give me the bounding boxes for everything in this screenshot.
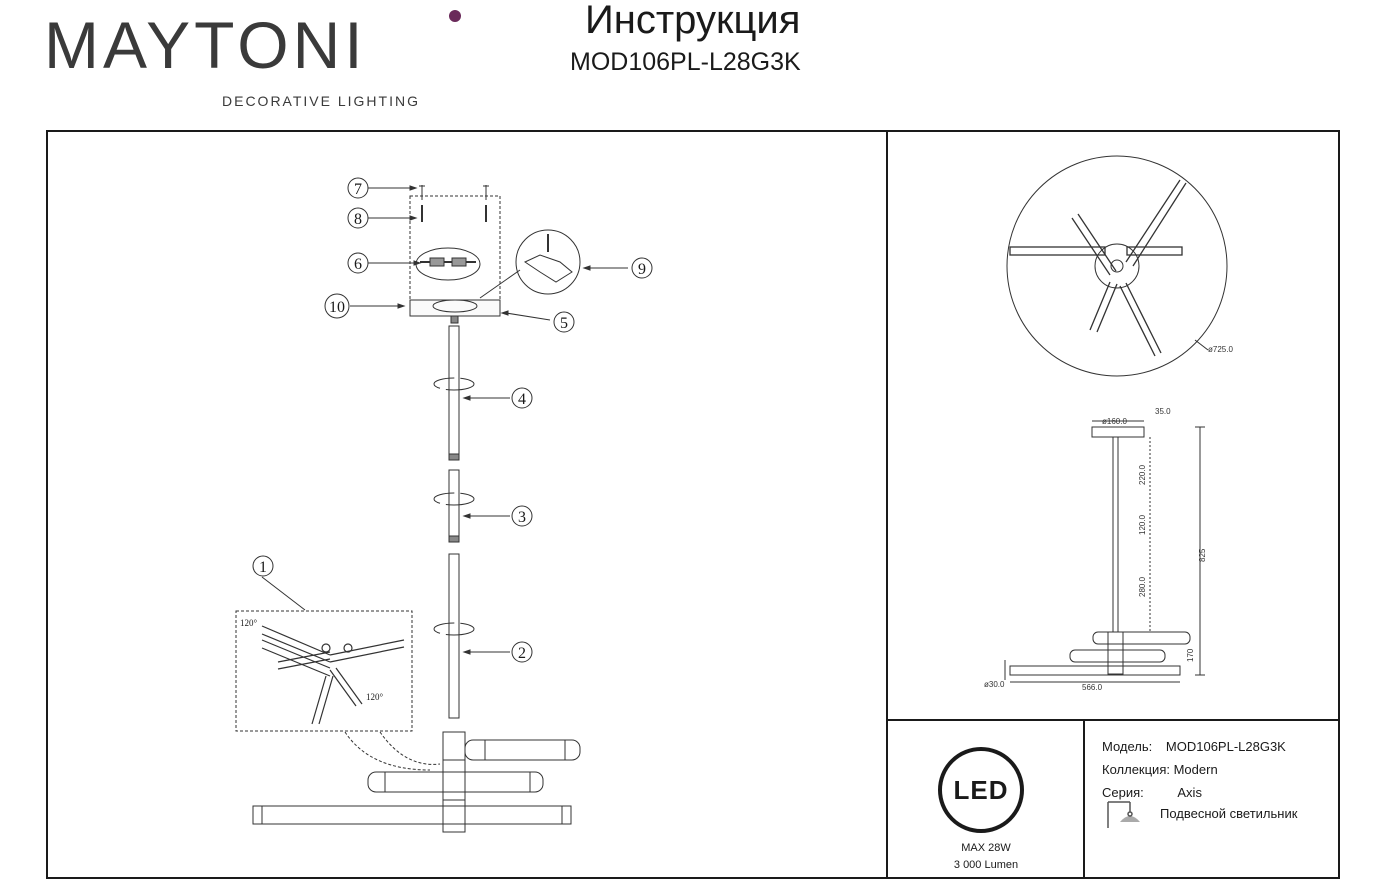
brand-logo: MAYTONI DECORATIVE LIGHTING	[44, 8, 461, 109]
led-badge: LED	[938, 747, 1024, 833]
info-model-row: Модель: MOD106PL-L28G3K	[1102, 739, 1286, 754]
arm-lower	[252, 805, 572, 825]
brand-name: MAYTONI	[44, 8, 367, 82]
callout-8: 8	[354, 211, 362, 228]
dim-tube-diameter: ø30.0	[984, 680, 1005, 689]
document-title: Инструкция	[585, 0, 801, 42]
ceiling-outline	[409, 195, 501, 301]
callout-2: 2	[518, 645, 526, 662]
callout-numbers: 7 8 6 9 10 5 4 3 2 1	[259, 181, 646, 662]
leader-lines	[350, 185, 628, 655]
dim-arm-height: 170	[1186, 648, 1195, 662]
dim-rod-3: 280.0	[1138, 576, 1147, 597]
series-value: Axis	[1177, 785, 1202, 800]
dim-rod-1: 220.0	[1138, 464, 1147, 485]
logo-dot-icon	[449, 10, 461, 22]
brand-tagline: DECORATIVE LIGHTING	[222, 93, 420, 109]
dim-rod-2: 120.0	[1138, 514, 1147, 535]
central-hub	[442, 731, 466, 833]
angle-label-2: 120°	[366, 692, 384, 702]
callout-9: 9	[638, 261, 646, 278]
model-value: MOD106PL-L28G3K	[1165, 739, 1286, 754]
callout-3: 3	[518, 509, 526, 526]
dim-canopy-height: 35.0	[1155, 407, 1171, 416]
info-collection-row: Коллекция: Modern	[1102, 762, 1218, 777]
document-model: MOD106PL-L28G3K	[570, 48, 801, 76]
dim-diameter-canopy: ø160.0	[1102, 417, 1127, 426]
callout-5: 5	[560, 315, 568, 332]
callout-6: 6	[354, 256, 362, 273]
callout-10: 10	[329, 299, 345, 316]
mounting-bracket-detail	[515, 229, 581, 295]
arm-angle-detail-box	[235, 610, 413, 732]
wire-connector-detail	[415, 247, 481, 281]
lamp-type: Подвесной светильник	[1160, 806, 1298, 821]
top-view	[1006, 155, 1228, 377]
pendant-lamp-icon	[1107, 801, 1140, 828]
divider-vertical	[886, 130, 888, 879]
dim-total-height: 825	[1198, 548, 1207, 562]
series-label: Серия:	[1102, 785, 1144, 800]
callout-7: 7	[354, 181, 362, 198]
max-power: MAX 28W	[961, 842, 1011, 854]
collection-value: Modern	[1173, 762, 1218, 777]
arm-middle	[367, 771, 544, 793]
divider-horizontal	[887, 719, 1340, 721]
lumen-output: 3 000 Lumen	[953, 859, 1019, 871]
dimension-labels: ø725.0 ø160.0 35.0 220.0 120.0 280.0 825…	[984, 345, 1233, 692]
rod-3	[448, 469, 460, 537]
collection-label: Коллекция:	[1102, 762, 1170, 777]
dim-width: 566.0	[1082, 683, 1103, 692]
callout-markers	[252, 177, 653, 663]
top-view-outline	[1006, 155, 1228, 377]
rod-2	[448, 553, 460, 719]
angle-label-1: 120°	[240, 618, 258, 628]
callout-4: 4	[518, 391, 526, 408]
info-series-row: Серия: Axis	[1102, 785, 1202, 800]
callout-1: 1	[259, 559, 267, 576]
dim-diameter-outer: ø725.0	[1208, 345, 1233, 354]
divider-info	[1083, 719, 1085, 879]
side-view	[1004, 420, 1205, 683]
canopy-plate	[409, 299, 501, 317]
document-frame	[46, 130, 1340, 879]
arm-upper	[464, 739, 581, 761]
model-label: Модель:	[1102, 739, 1153, 754]
screw-icon	[419, 185, 489, 222]
led-label: LED	[953, 774, 1009, 805]
exploded-assembly	[235, 177, 653, 833]
